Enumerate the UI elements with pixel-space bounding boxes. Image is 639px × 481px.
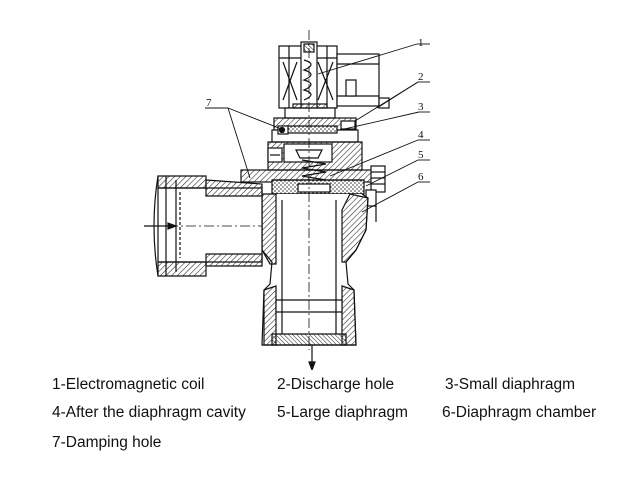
legend-item-7: 7-Damping hole [52, 434, 162, 451]
callout-3: 3 [418, 101, 424, 113]
legend-item-6: 6-Diaphragm chamber [442, 404, 597, 421]
legend-item-2: 2-Discharge hole [277, 376, 395, 393]
pilot-head [267, 117, 363, 171]
flow-arrows [144, 222, 316, 370]
valve-body [150, 30, 369, 350]
large-diaphragm-assembly [240, 159, 386, 222]
callout-7: 7 [206, 97, 212, 109]
callout-6: 6 [418, 171, 424, 183]
callout-2: 2 [418, 71, 424, 83]
legend-item-3: 3-Small diaphragm [445, 376, 576, 393]
legend-item-1: 1-Electromagnetic coil [52, 376, 205, 393]
legend-item-4: 4-After the diaphragm cavity [52, 404, 246, 421]
valve-cross-section-diagram: 1 2 3 4 5 6 7 [144, 30, 430, 370]
callout-leaders [205, 43, 430, 213]
electromagnetic-coil [278, 41, 390, 119]
callout-4: 4 [418, 129, 424, 141]
callout-5: 5 [418, 149, 424, 161]
callout-1: 1 [418, 37, 424, 49]
legend-item-5: 5-Large diaphragm [277, 404, 408, 421]
